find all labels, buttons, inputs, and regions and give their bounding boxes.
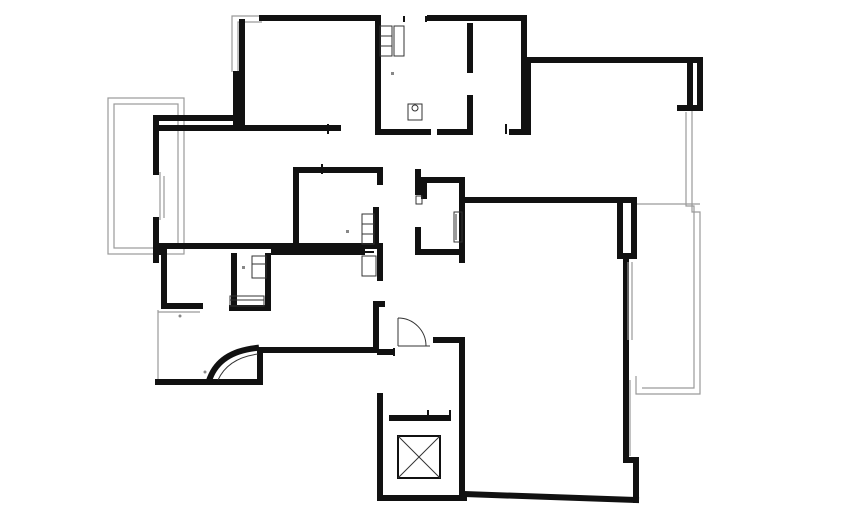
study-fixtures <box>346 213 375 245</box>
elevator <box>397 435 441 479</box>
curved-counter <box>206 344 260 382</box>
entry-door[interactable] <box>397 317 430 347</box>
door-stubs <box>321 16 507 420</box>
windows <box>159 172 633 456</box>
balcony-east <box>635 107 701 395</box>
balcony-west <box>107 97 185 255</box>
kitchen-fixtures <box>178 255 377 374</box>
balcony-north <box>231 15 262 72</box>
bathroom-fixtures <box>379 25 423 121</box>
balcony-southwest <box>157 310 200 382</box>
exterior-walls <box>153 15 703 504</box>
corridor-fixtures <box>415 195 463 243</box>
